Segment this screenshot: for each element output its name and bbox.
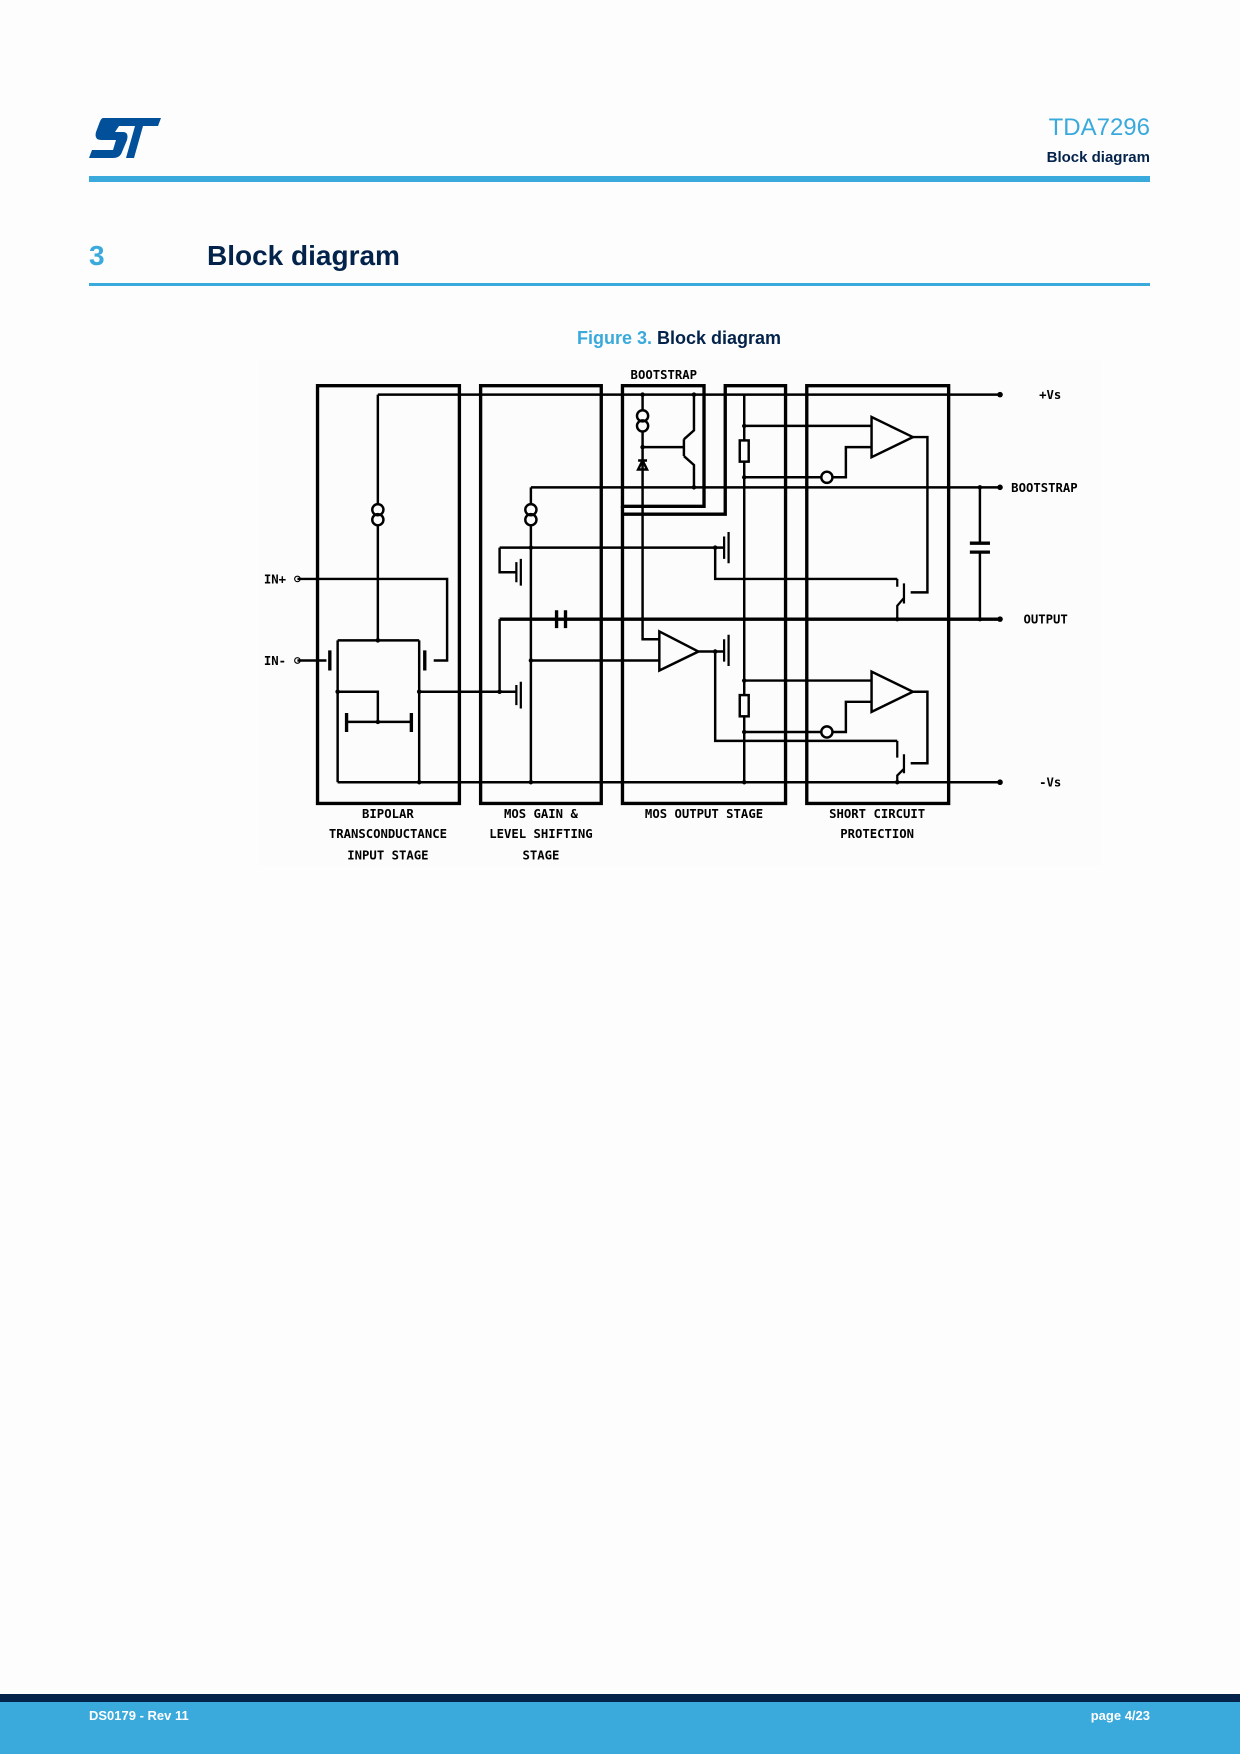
pin-in-neg: IN- [264, 654, 286, 668]
header-section-name: Block diagram [1046, 149, 1150, 166]
header-rule [89, 176, 1150, 182]
footer-doc-ref: DS0179 - Rev 11 [89, 1708, 189, 1723]
section-title: Block diagram [207, 240, 400, 271]
block-label: TRANSCONDUCTANCE [329, 827, 447, 841]
protection-box [805, 384, 951, 806]
block-label: SHORT CIRCUIT [829, 807, 925, 821]
block-label: BIPOLAR [362, 807, 414, 821]
figure-title: Block diagram [656, 328, 782, 348]
gain-stage-box [478, 384, 603, 806]
pin-output: OUTPUT [1023, 613, 1067, 627]
block-label: LEVEL SHIFTING [489, 827, 592, 841]
pin-bootstrap: BOOTSTRAP [1011, 481, 1077, 495]
block-diagram: BOOTSTRAP +Vs BOOTSTRAP OUTPUT -Vs IN+ I… [259, 360, 1101, 866]
footer-page-number: page 4/23 [1090, 1708, 1150, 1723]
block-label: MOS GAIN & [504, 807, 578, 821]
section-number: 3 [89, 240, 105, 271]
top-bootstrap-label: BOOTSTRAP [631, 368, 697, 382]
block-label: INPUT STAGE [347, 848, 428, 862]
block-label: STAGE [522, 848, 559, 862]
footer-bar [0, 1702, 1240, 1754]
pin-in-pos: IN+ [264, 572, 286, 586]
bootstrap-box [620, 384, 706, 509]
section-rule [89, 283, 1150, 286]
document-title: TDA7296 [1048, 114, 1150, 141]
output-stage-box [620, 384, 788, 806]
st-logo [89, 118, 161, 158]
footer-rule [0, 1694, 1240, 1702]
figure-label: Figure 3. [576, 328, 652, 348]
input-stage-box [315, 384, 462, 806]
figure-caption: Figure 3. Block diagram [0, 328, 1240, 349]
block-label: MOS OUTPUT STAGE [645, 807, 763, 821]
pin-vs-neg: -Vs [1039, 776, 1061, 790]
pin-vs-pos: +Vs [1039, 388, 1061, 402]
block-label: PROTECTION [840, 827, 914, 841]
